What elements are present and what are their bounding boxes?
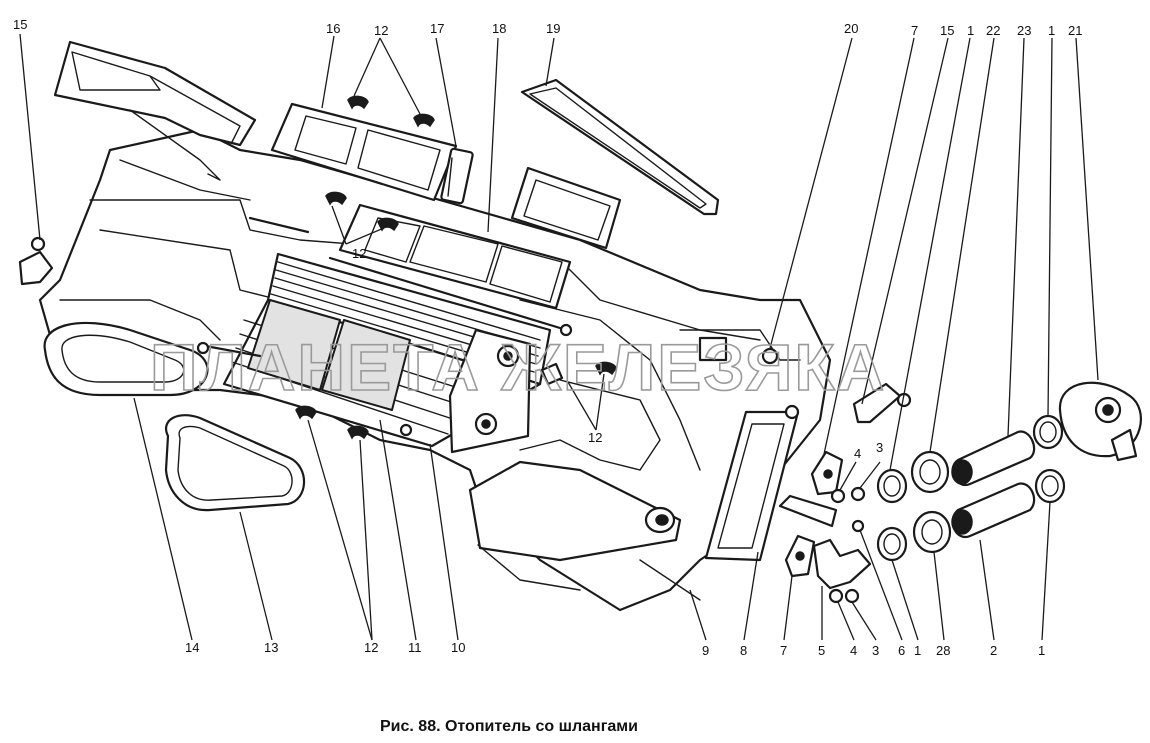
air-duct-top-left	[53, 40, 257, 181]
air-duct-9	[468, 460, 701, 601]
callout-19: 19	[546, 21, 560, 36]
callout-4: 4	[850, 643, 857, 658]
callout-3: 3	[876, 440, 883, 455]
callout-12: 12	[588, 430, 602, 445]
callout-6: 6	[898, 643, 905, 658]
central-grille-frame	[338, 203, 572, 310]
flanges-and-pipe	[778, 382, 902, 590]
clips-12	[295, 95, 617, 440]
callout-7: 7	[780, 643, 787, 658]
leader-lines	[19, 33, 1099, 641]
callout-9: 9	[702, 643, 709, 658]
callout-15: 15	[940, 23, 954, 38]
sealing-rings	[910, 450, 952, 554]
hose-clamps-1	[876, 414, 1066, 562]
callout-7: 7	[911, 23, 918, 38]
callout-28: 28	[936, 643, 950, 658]
figure-caption: Рис. 88. Отопитель со шлангами	[380, 718, 638, 735]
callout-15: 15	[13, 17, 27, 32]
callout-8: 8	[740, 643, 747, 658]
lower-left-duct	[43, 321, 209, 397]
callout-14: 14	[185, 640, 199, 655]
callout-16: 16	[326, 21, 340, 36]
clip-17	[440, 147, 474, 205]
callout-11: 11	[408, 640, 422, 655]
callout-2: 2	[990, 643, 997, 658]
hose-23	[951, 430, 1036, 487]
callout-20: 20	[844, 21, 858, 36]
gasket-8	[704, 404, 800, 562]
callout-5: 5	[818, 643, 825, 658]
callout-18: 18	[492, 21, 506, 36]
air-outlet-frame	[510, 166, 622, 250]
callout-numbers: 15 16 12 17 18 19 20 7 15 1 22 23 1 21 1…	[13, 17, 1082, 658]
heater-radiator-10	[196, 252, 573, 454]
callout-3: 3	[872, 643, 879, 658]
rod-18	[248, 216, 310, 234]
callout-12: 12	[352, 246, 366, 261]
oval-seal-13	[164, 414, 306, 512]
callout-1: 1	[1048, 23, 1055, 38]
callout-21: 21	[1068, 23, 1082, 38]
callout-23: 23	[1017, 23, 1031, 38]
gasket-19	[520, 78, 720, 216]
callout-4: 4	[854, 446, 861, 461]
callout-22: 22	[986, 23, 1000, 38]
callout-10: 10	[451, 640, 465, 655]
callout-17: 17	[430, 21, 444, 36]
watermark: ПЛАНЕТА ЖЕЛЕЗЯКА	[150, 330, 886, 404]
callout-13: 13	[264, 640, 278, 655]
callout-12: 12	[374, 23, 388, 38]
callout-1: 1	[914, 643, 921, 658]
callout-1: 1	[967, 23, 974, 38]
plug-15	[18, 236, 54, 286]
callout-12: 12	[364, 640, 378, 655]
nuts-and-washers	[761, 347, 912, 604]
callout-1: 1	[1038, 643, 1045, 658]
hose-2	[951, 482, 1036, 539]
heater-tap-21	[1058, 381, 1142, 462]
